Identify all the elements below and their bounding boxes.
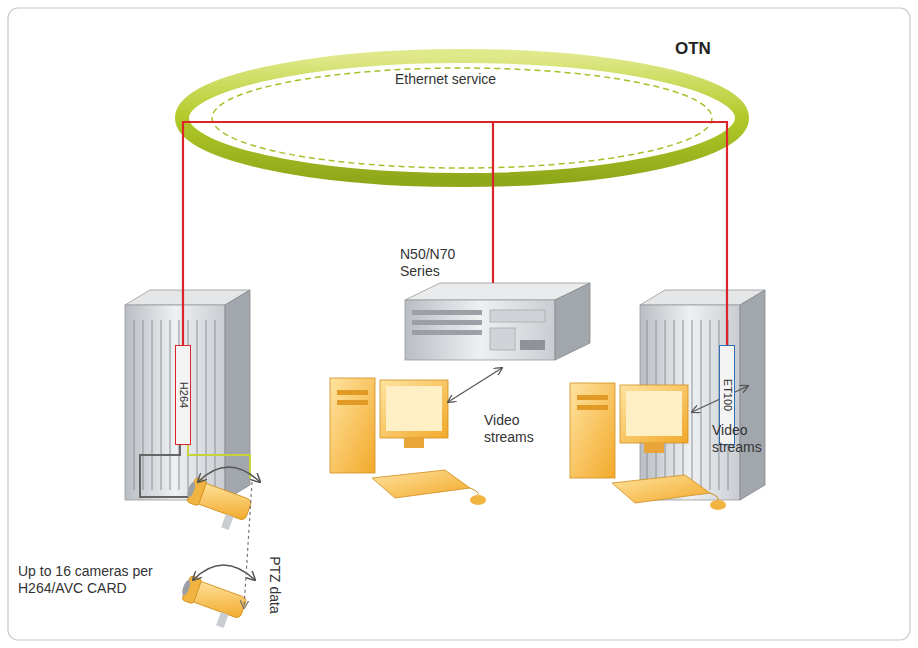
frame (8, 8, 910, 640)
service-wiring (183, 121, 727, 183)
rack-left (125, 290, 250, 500)
camera-note: Up to 16 cameras per H264/AVC CARD (18, 563, 183, 597)
camera-wire (188, 445, 250, 478)
service-link (182, 183, 184, 345)
camera (175, 574, 248, 632)
service-name: Ethernet service (395, 71, 496, 88)
otn-ring (182, 56, 742, 180)
device-name: N50/N70 Series (400, 246, 478, 280)
stream-arrow (448, 368, 502, 402)
ptz-arrow (244, 482, 252, 608)
stream-label: Video streams (712, 422, 784, 456)
service-link (726, 183, 728, 345)
stream-label: Video streams (484, 412, 556, 446)
network-name: OTN (675, 40, 711, 57)
service-link (492, 183, 494, 283)
otn-ring: OTNEthernet service (180, 55, 745, 183)
pan-arrow (198, 467, 260, 482)
pc-right (570, 383, 726, 510)
n50-device: N50/N70 Series (405, 283, 590, 360)
card-name: H264 (177, 382, 190, 408)
n50-device (405, 283, 590, 360)
h264-card: H264 (175, 345, 191, 445)
ptz-label: PTZ data (266, 556, 283, 614)
ethernet-ring (212, 68, 712, 168)
pc-middle (330, 378, 486, 505)
camera (180, 476, 253, 534)
card-name: ET100 (721, 379, 734, 411)
